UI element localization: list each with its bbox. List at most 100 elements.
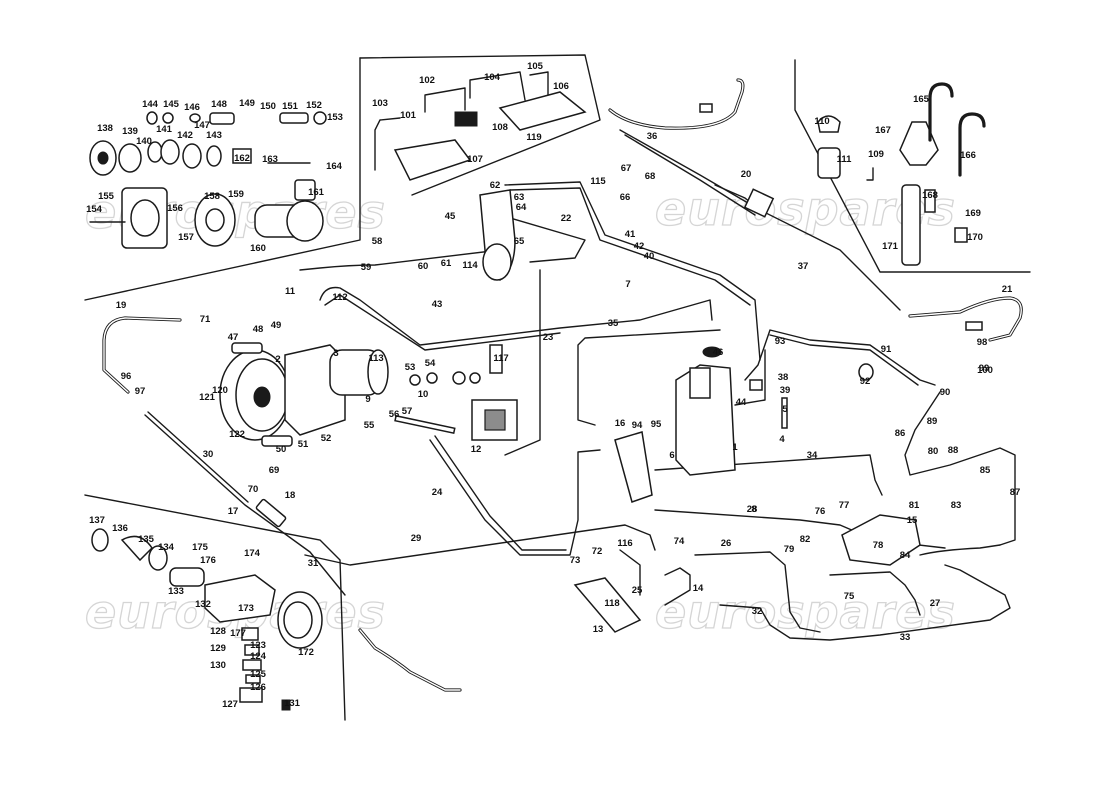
part-number-label: 59 [361, 262, 372, 273]
part-number-label: 78 [873, 540, 884, 551]
pin-5 [781, 397, 788, 429]
part-number-label: 7 [625, 279, 630, 290]
line-23 [504, 269, 541, 456]
pulley-disc [118, 143, 142, 173]
line-25 [619, 549, 641, 596]
part-number-label: 50 [276, 444, 287, 455]
part-number-label: 37 [798, 261, 809, 272]
part-number-label: 69 [269, 465, 280, 476]
part-number-label: 140 [136, 136, 152, 147]
part-number-label: 54 [425, 358, 436, 369]
part-number-label: 36 [647, 131, 658, 142]
part-number-label: 103 [372, 98, 388, 109]
reservoir-inset [817, 82, 986, 266]
part-number-label: 95 [651, 419, 662, 430]
reservoir-171 [901, 184, 921, 266]
part-number-label: 150 [260, 101, 276, 112]
compressor-head [367, 349, 389, 395]
part-number-label: 153 [327, 112, 343, 123]
part-number-label: 27 [930, 598, 941, 609]
part-number-label: 168 [922, 190, 938, 201]
part-number-label: 40 [644, 251, 655, 262]
part-number-label: 29 [411, 533, 422, 544]
part-number-label: 22 [561, 213, 572, 224]
rotor-hub [205, 208, 225, 232]
reservoir-valve [689, 367, 711, 399]
part-number-label: 113 [368, 353, 383, 364]
part-number-label: 96 [121, 371, 132, 382]
hose-19b [358, 628, 462, 692]
filter-167 [899, 121, 939, 166]
part-number-label: 81 [909, 500, 920, 511]
line-29 [304, 524, 656, 566]
part-number-label: 169 [965, 208, 981, 219]
part-number-label: 62 [490, 180, 501, 191]
part-number-label: 19 [116, 300, 127, 311]
part-number-label: 73 [570, 555, 581, 566]
part-number-label: 129 [210, 643, 226, 654]
part-number-label: 163 [262, 154, 278, 165]
part-number-label: 147 [194, 120, 210, 131]
inset-frames [84, 54, 1031, 721]
part-number-label: 151 [282, 101, 299, 112]
part-number-label: 118 [604, 598, 619, 609]
line-84 [919, 544, 1001, 556]
part-number-label: 43 [432, 299, 443, 310]
part-number-label: 53 [405, 362, 416, 373]
part-number-label: 136 [112, 523, 128, 534]
spring [279, 112, 309, 124]
part-number-label: 131 [284, 698, 301, 709]
cap-92 [858, 363, 874, 381]
line-91 [744, 329, 936, 386]
part-number-label: 24 [432, 487, 443, 498]
part-number-label: 159 [228, 189, 244, 200]
part-number-label: 65 [514, 236, 525, 247]
pipe-105 [529, 71, 549, 96]
rod-10 [394, 414, 456, 435]
compressor-inset [89, 111, 327, 249]
fitting-44 [749, 379, 763, 391]
part-number-label: 60 [418, 261, 429, 272]
part-number-label: 34 [807, 450, 818, 461]
part-number-label: 26 [721, 538, 732, 549]
filter-housing-132 [204, 574, 276, 623]
small-ring [162, 112, 174, 124]
part-number-label: 119 [526, 132, 541, 143]
part-number-label: 55 [364, 420, 375, 431]
pipe-165 [928, 82, 954, 142]
part-number-label: 44 [736, 397, 747, 408]
line-30 [144, 414, 346, 596]
part-number-label: 111 [837, 154, 853, 165]
watermark-layer: eurospares eurospares eurospares eurospa… [84, 181, 955, 639]
valve-block-119 [393, 139, 472, 181]
part-number-label: 52 [321, 433, 332, 444]
part-number-label: 172 [298, 647, 314, 658]
ring [206, 145, 222, 167]
part-number-label: 89 [927, 416, 938, 427]
spring-133 [169, 567, 205, 587]
part-number-label: 122 [229, 429, 245, 440]
part-number-label: 158 [204, 191, 220, 202]
part-number-label: 134 [158, 542, 175, 553]
part-number-label: 46 [713, 347, 724, 358]
part-number-label: 94 [632, 420, 643, 431]
part-number-label: 10 [418, 389, 429, 400]
nut-70 [469, 372, 481, 384]
part-number-label: 157 [178, 232, 194, 243]
fitting-123 [244, 644, 260, 656]
filter-bowl-inner [283, 601, 313, 639]
part-number-label: 101 [400, 110, 417, 121]
part-number-label: 2 [275, 354, 280, 365]
part-number-label: 80 [928, 446, 939, 457]
line-27 [829, 571, 921, 616]
part-number-label: 164 [326, 161, 343, 172]
part-number-label: 132 [195, 599, 211, 610]
part-number-label: 98 [977, 337, 988, 348]
part-number-label: 154 [86, 204, 103, 215]
part-number-label: 49 [271, 320, 282, 331]
part-number-label: 156 [167, 203, 183, 214]
part-number-label: 149 [239, 98, 255, 109]
part-number-label: 165 [913, 94, 930, 105]
